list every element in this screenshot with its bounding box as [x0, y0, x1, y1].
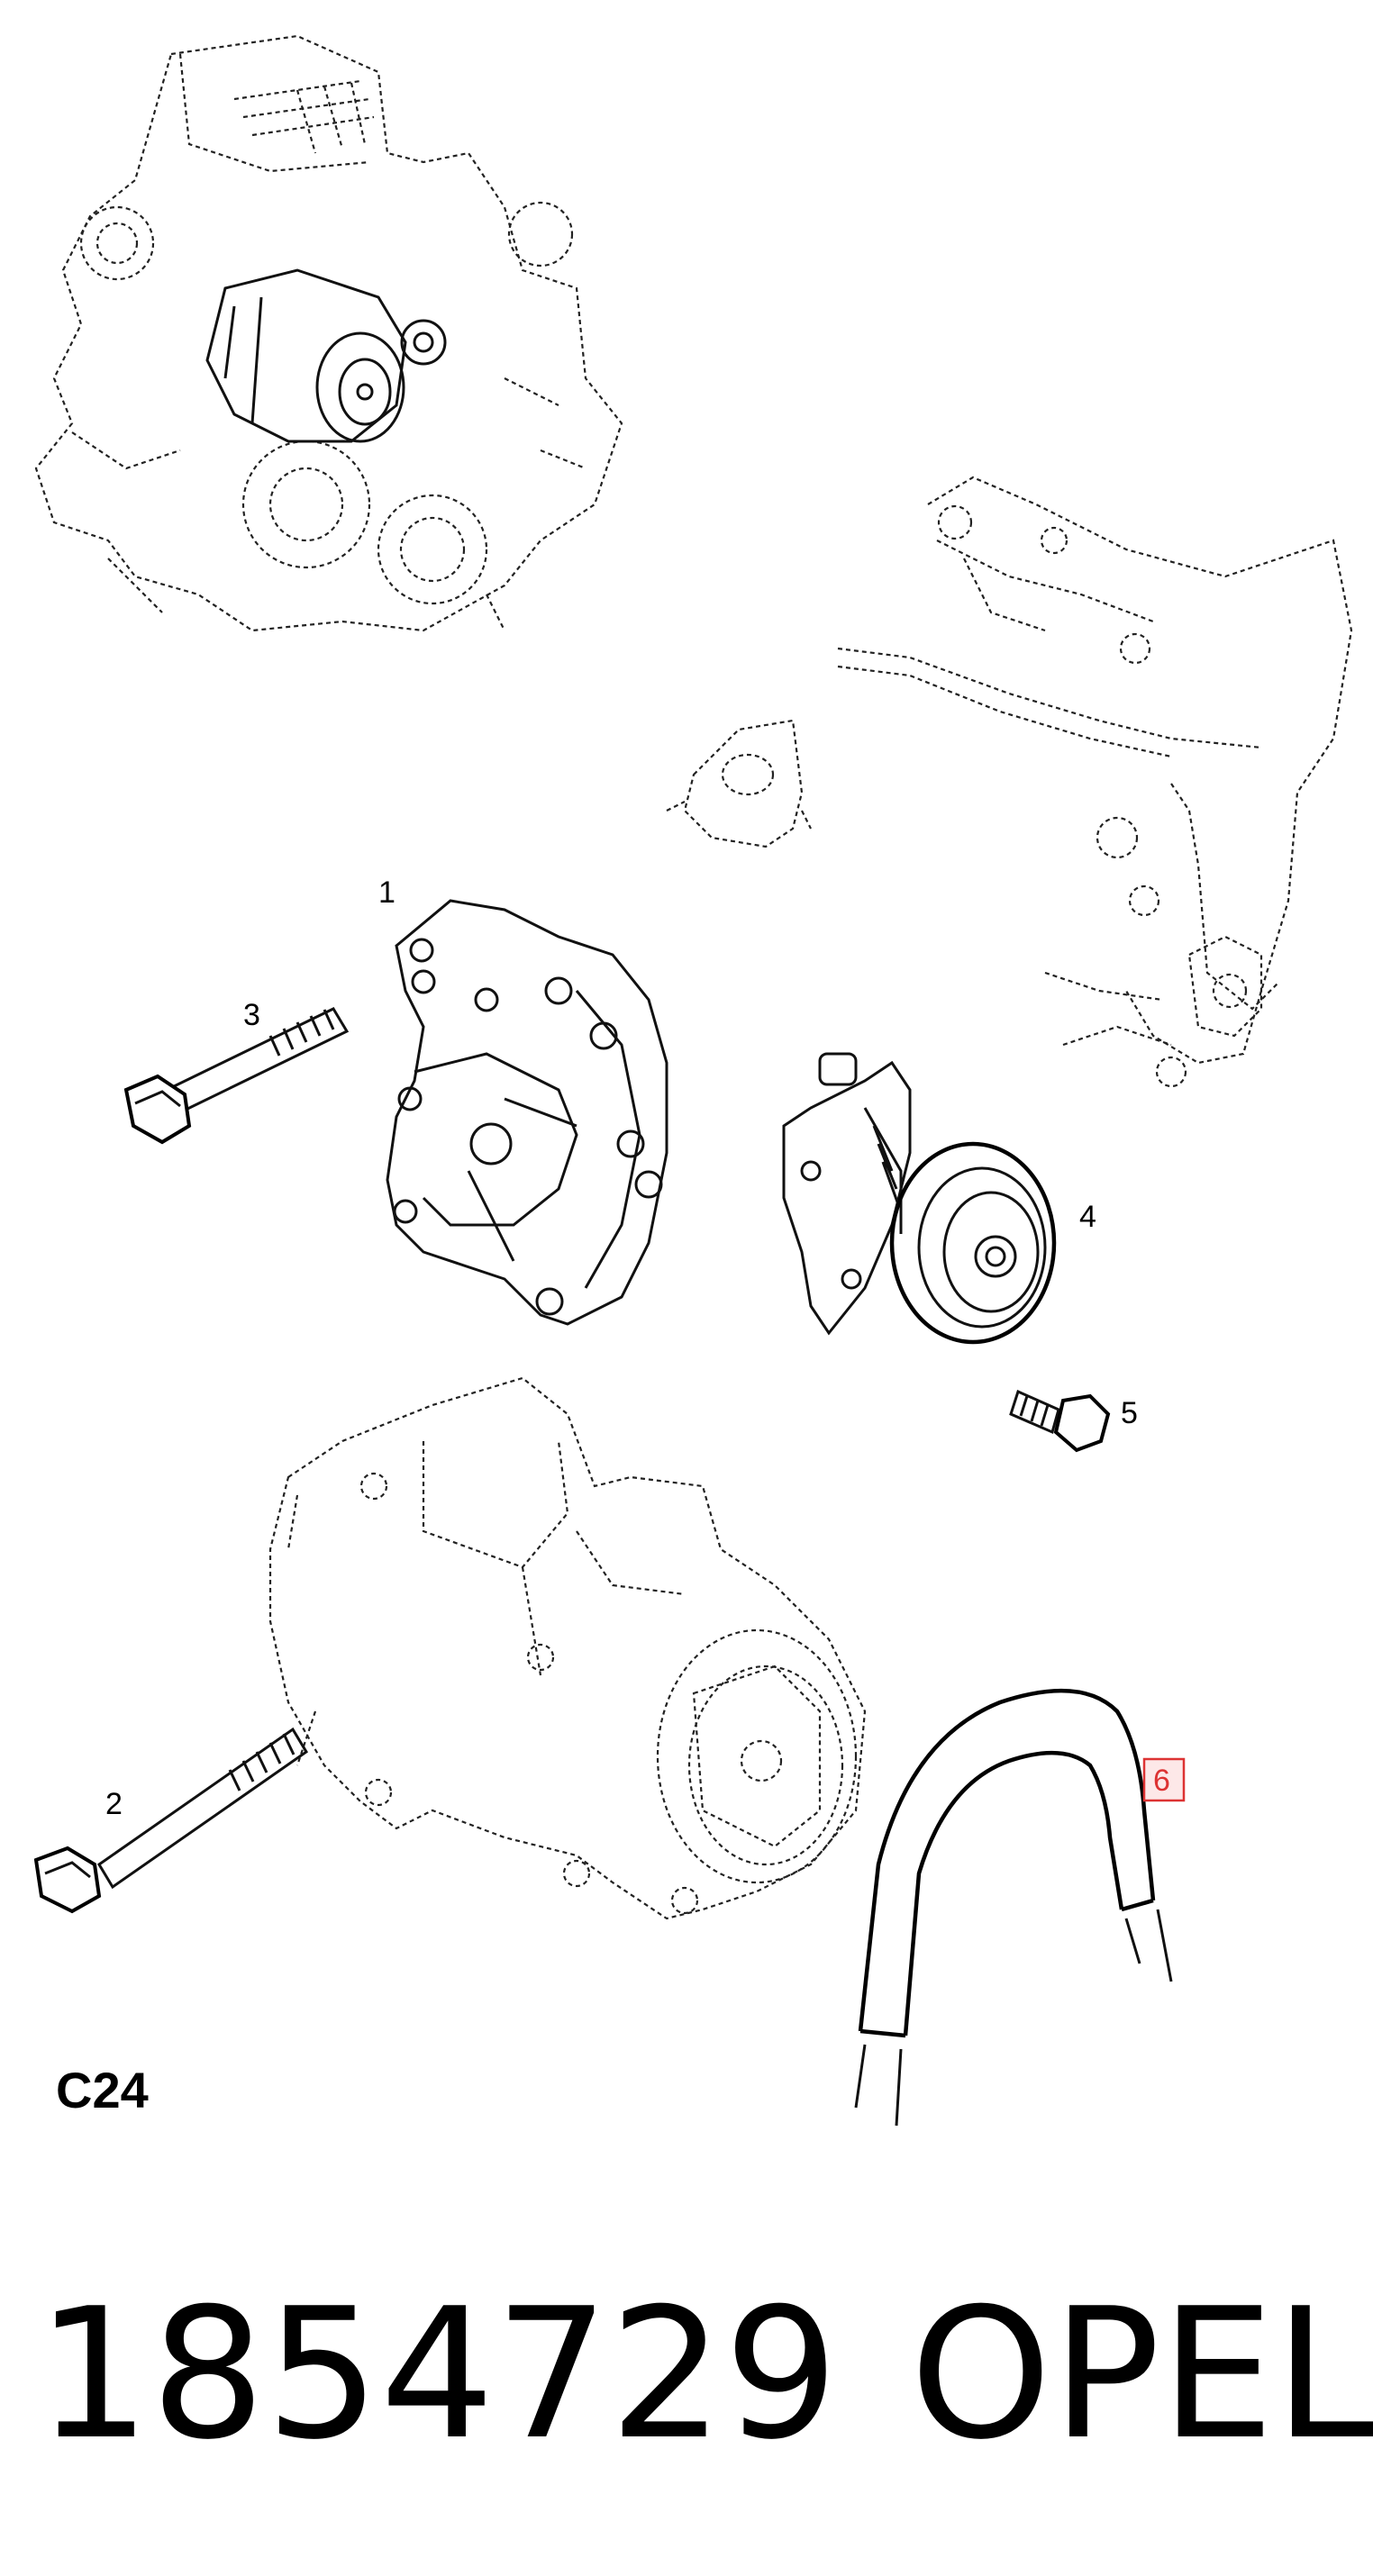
- callout-6-highlight-box: [1142, 1757, 1186, 1802]
- callout-2: 2: [105, 1787, 123, 1821]
- callout-4: 4: [1079, 1200, 1096, 1234]
- part-4-tensioner: [782, 1052, 1057, 1345]
- callout-6: 6: [1153, 1764, 1170, 1798]
- callout-5: 5: [1121, 1396, 1138, 1430]
- brand-name: OPEL: [910, 2270, 1373, 2480]
- part-6-belt: [854, 1688, 1173, 2127]
- ac-compressor: [268, 1376, 867, 1920]
- part-5-bolt: [1009, 1389, 1111, 1453]
- part-number: 1854729: [36, 2270, 839, 2480]
- engine-block-section: [666, 476, 1353, 1088]
- part-1-bracket: [386, 899, 668, 1326]
- part-3-bolt: [123, 1007, 350, 1145]
- part-2-bolt: [33, 1727, 309, 1914]
- engine-overview: [34, 34, 623, 632]
- engine-code-label: C24: [56, 2062, 149, 2118]
- callout-3: 3: [243, 998, 260, 1032]
- callout-1: 1: [378, 875, 396, 910]
